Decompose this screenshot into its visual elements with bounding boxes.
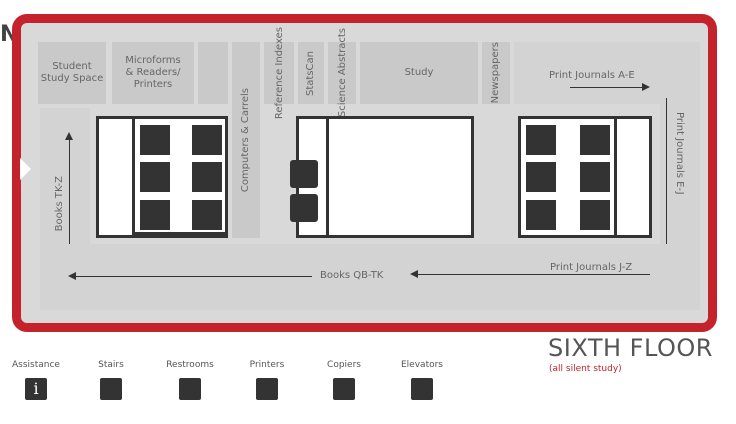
arrow-journals-ej bbox=[666, 98, 667, 246]
room-blank bbox=[198, 42, 228, 104]
room-label: Reference Indexes bbox=[273, 26, 285, 120]
legend-label-copiers: Copiers bbox=[327, 360, 361, 370]
core-middle bbox=[296, 116, 474, 238]
legend-label-restrooms: Restrooms bbox=[166, 360, 214, 370]
room-label: Microforms & Readers/ Printers bbox=[125, 55, 181, 90]
stairs-icon bbox=[100, 378, 122, 400]
elevator-icon bbox=[411, 378, 433, 400]
room-reference-indexes: Reference Indexes bbox=[264, 27, 294, 119]
restroom-icon bbox=[140, 125, 170, 155]
arrow-head bbox=[68, 272, 76, 280]
label-print-journals-ae: Print Journals A-E bbox=[549, 70, 635, 81]
room-computers-carrels: Computers & Carrels bbox=[232, 42, 260, 238]
room-label: Newspapers bbox=[490, 42, 501, 104]
arrow-head bbox=[410, 270, 418, 278]
room-label: Student Study Space bbox=[40, 61, 104, 84]
legend-label-elevators: Elevators bbox=[401, 360, 443, 370]
room-study: Study bbox=[360, 42, 478, 104]
restroom-icon bbox=[179, 378, 201, 400]
floor-title: SIXTH FLOOR bbox=[548, 334, 713, 362]
label-text: Print Journals E-J bbox=[674, 112, 685, 195]
label-text: Books TK-Z bbox=[54, 176, 65, 232]
label-books-tkz: Books TK-Z bbox=[54, 176, 65, 234]
elevator-icon bbox=[526, 200, 556, 230]
stairs-icon bbox=[580, 162, 610, 192]
copier-icon bbox=[333, 378, 355, 400]
stairs-icon bbox=[140, 162, 170, 192]
label-books-qbtk: Books QB-TK bbox=[320, 270, 384, 281]
zone-bottom-corridor bbox=[40, 244, 700, 310]
restroom-icon bbox=[580, 200, 610, 230]
room-label: Study bbox=[404, 67, 434, 78]
room-newspapers: Newspapers bbox=[482, 42, 510, 104]
label-print-journals-ej: Print Journals E-J bbox=[674, 112, 685, 198]
arrow-books-tkz bbox=[69, 140, 70, 270]
printer-icon bbox=[290, 160, 318, 188]
label-print-journals-jz: Print Journals J-Z bbox=[550, 262, 633, 273]
restroom-icon bbox=[140, 200, 170, 230]
stairs-icon bbox=[192, 162, 222, 192]
elevator-icon bbox=[192, 125, 222, 155]
core-divider bbox=[326, 116, 329, 238]
arrow-journals-jz bbox=[418, 274, 650, 275]
room-label: Science Abstracts bbox=[336, 28, 348, 118]
elevator-icon bbox=[192, 200, 222, 230]
zone-print-journals-ae bbox=[514, 42, 660, 104]
legend-label-printers: Printers bbox=[249, 360, 285, 370]
floor-subtitle: (all silent study) bbox=[549, 364, 622, 374]
info-icon: i bbox=[25, 378, 47, 400]
arrow-books-qbtk bbox=[76, 276, 312, 277]
elevator-icon bbox=[526, 125, 556, 155]
copier-icon bbox=[290, 194, 318, 222]
stairs-icon bbox=[526, 162, 556, 192]
core-divider bbox=[132, 116, 135, 238]
room-label: Computers & Carrels bbox=[240, 87, 251, 193]
legend-label-stairs: Stairs bbox=[98, 360, 124, 370]
core-divider bbox=[132, 232, 228, 235]
room-student-study-space: Student Study Space bbox=[38, 42, 106, 104]
printer-icon bbox=[256, 378, 278, 400]
arrow-head bbox=[642, 83, 650, 91]
restroom-icon bbox=[580, 125, 610, 155]
core-divider bbox=[614, 116, 617, 238]
legend-label-assistance: Assistance bbox=[12, 360, 60, 370]
room-statscan: StatsCan bbox=[298, 42, 324, 104]
arrow-head bbox=[65, 132, 73, 140]
arrow-journals-ae bbox=[570, 87, 642, 88]
room-science-abstracts: Science Abstracts bbox=[328, 28, 356, 118]
you-are-here-arrow bbox=[20, 158, 31, 180]
room-label: StatsCan bbox=[305, 50, 316, 96]
room-microforms: Microforms & Readers/ Printers bbox=[112, 42, 194, 104]
